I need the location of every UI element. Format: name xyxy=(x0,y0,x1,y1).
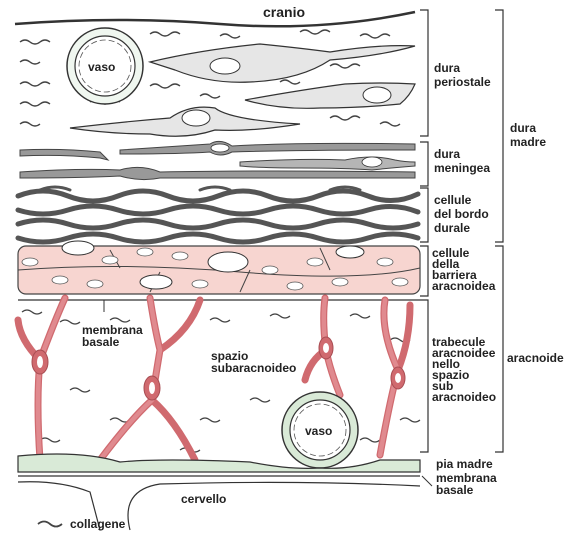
label-dura-meningea-2: meningea xyxy=(434,161,490,175)
pia-madre-layer xyxy=(17,453,421,531)
label-trabecule-2: aracnoidee xyxy=(432,346,496,360)
label-membrana-basale-right-2: basale xyxy=(436,483,474,497)
label-membrana-basale-left-2: basale xyxy=(82,335,120,349)
label-trabecule-3: nello xyxy=(432,357,460,371)
label-cellule-bordo-2: del bordo xyxy=(434,207,489,221)
blood-vessel-top: vaso xyxy=(66,27,144,105)
vessel-label-top: vaso xyxy=(88,60,115,74)
label-dura-meningea-1: dura xyxy=(434,147,460,161)
blood-vessel-bottom: vaso xyxy=(281,391,359,469)
fibroblast-cell xyxy=(147,43,416,83)
label-cellule-bordo-3: durale xyxy=(434,221,470,235)
label-cellule-barriera-4: aracnoidea xyxy=(432,279,496,293)
label-cellule-barriera-3: barriera xyxy=(432,268,477,282)
brackets xyxy=(420,9,504,453)
label-cranio: cranio xyxy=(263,4,305,20)
dura-periostale-layer: vaso xyxy=(19,27,416,137)
label-trabecule-4: spazio xyxy=(432,368,469,382)
label-dura-periostale-1: dura xyxy=(434,61,460,75)
label-dura-periostale-2: periostale xyxy=(434,75,491,89)
dura-meningea-layer xyxy=(19,140,416,181)
label-spazio-1: spazio xyxy=(211,349,248,363)
label-trabecule-5: sub xyxy=(432,379,453,393)
label-cellule-barriera-1: cellule xyxy=(432,246,470,260)
skull-line xyxy=(14,10,416,28)
label-pia-madre: pia madre xyxy=(436,457,493,471)
label-trabecule-1: trabecule xyxy=(432,335,486,349)
label-cellule-bordo-1: cellule xyxy=(434,193,472,207)
label-aracnoide: aracnoide xyxy=(507,351,564,365)
collagen-legend-icon xyxy=(37,520,63,528)
label-trabecule-6: aracnoideo xyxy=(432,390,496,404)
label-dura-madre-2: madre xyxy=(510,135,546,149)
arachnoid-barrier-layer xyxy=(17,240,421,295)
dural-border-cells-layer xyxy=(15,185,421,245)
label-cervello: cervello xyxy=(181,492,226,506)
label-collagene: collagene xyxy=(70,517,126,531)
arachnoid-trabeculae xyxy=(14,294,414,464)
label-membrana-basale-left-1: membrana xyxy=(82,323,143,337)
label-membrana-basale-right-1: membrana xyxy=(436,471,497,485)
label-spazio-2: subaracnoideo xyxy=(211,361,296,375)
vessel-label-bottom: vaso xyxy=(305,424,332,438)
label-cellule-barriera-2: della xyxy=(432,257,460,271)
label-dura-madre-1: dura xyxy=(510,121,536,135)
